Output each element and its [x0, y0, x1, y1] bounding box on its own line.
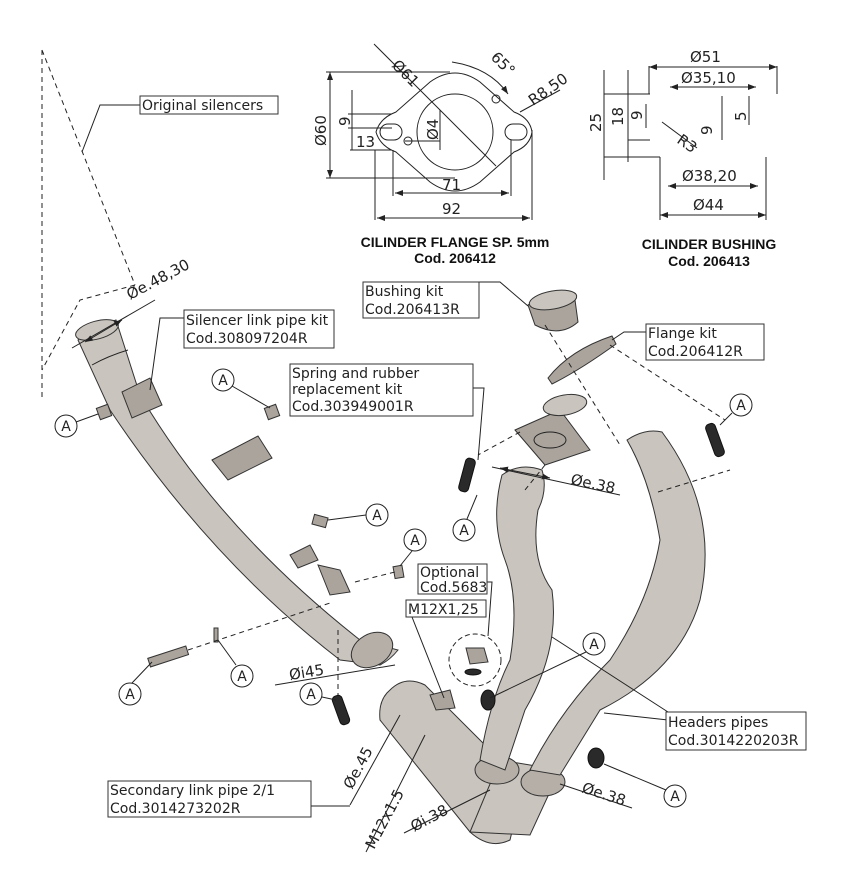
spring-kit-label-1: Spring and rubber [292, 366, 419, 382]
dim-header-od-bottom: Øe.38 [580, 779, 628, 810]
balloon-a-5-text: A [459, 523, 469, 539]
balloon-a-2-text: A [218, 373, 228, 389]
balloon-a-4 [403, 528, 427, 552]
balloon-a-11 [663, 784, 687, 808]
nut-3 [311, 513, 329, 529]
flange-dim-61: Ø61 [388, 56, 423, 91]
flange-dim-r850: R8,50 [525, 69, 571, 109]
flange-dim-92: 92 [442, 200, 461, 218]
dim-link-id: Øi45 [288, 661, 325, 684]
balloon-a-9 [299, 682, 323, 706]
bushing-kit-label-1: Bushing kit [365, 284, 444, 300]
bushing-dim-r3: R3 [674, 131, 701, 157]
balloon-a-5 [452, 518, 476, 542]
dim-header-od-top: Øe.38 [569, 470, 617, 497]
bushing-dim-44: Ø44 [693, 196, 724, 214]
rubber-2 [587, 747, 605, 769]
flange-detail: Ø61 Ø60 9 13 Ø4 65° R8,50 71 92 CILINDER… [312, 43, 571, 266]
thread-label: M12X1,25 [408, 602, 479, 618]
original-silencers-box [139, 95, 279, 115]
balloon-a-7-text: A [125, 687, 135, 703]
flange-dim-60: Ø60 [312, 115, 330, 146]
flange-code: Cod. 206412 [414, 250, 496, 266]
spring-2 [705, 422, 725, 458]
balloon-a-6 [729, 393, 753, 417]
bushing-kit-box [362, 281, 480, 319]
balloon-a-8-text: A [237, 669, 247, 685]
secondary-box [107, 780, 312, 818]
optional-box [417, 563, 488, 595]
bushing-code: Cod. 206413 [668, 253, 750, 269]
flange-kit-label-2: Cod.206412R [648, 344, 743, 360]
balloon-a-10 [582, 632, 606, 656]
balloon-a-3-text: A [372, 508, 382, 524]
headers-box [665, 711, 807, 751]
dim-header-id: Øi.38 [407, 801, 451, 836]
balloon-a-2 [211, 368, 235, 392]
flange-bushing-assembly [514, 393, 591, 466]
silencer-link-pipe [75, 319, 399, 669]
flange-dim-13: 13 [356, 133, 375, 151]
bushing-dim-9-groove: 9 [628, 110, 646, 120]
balloon-a-8 [230, 664, 254, 688]
balloons: A A A A A A A A A A A [54, 368, 753, 808]
spring-3 [331, 694, 351, 726]
flange-dim-9: 9 [336, 116, 354, 126]
flange-part [547, 335, 617, 385]
flange-kit-box [645, 323, 765, 361]
bushing-kit-label-2: Cod.206413R [365, 302, 460, 318]
spring-kit-label-3: Cod.303949001R [292, 399, 414, 415]
dim-silencer-od: Øe.48,30 [123, 255, 192, 303]
headers-label-2: Cod.3014220203R [668, 733, 799, 749]
dim-secondary-thread: M12x1.5 [362, 786, 408, 852]
balloon-a-7 [118, 682, 142, 706]
headers-label-1: Headers pipes [668, 715, 768, 731]
bushing-dim-3820: Ø38,20 [682, 167, 737, 185]
bushing-dim-18: 18 [609, 107, 627, 126]
optional-detail-circle [448, 633, 502, 687]
optional-label-2: Cod.5683 [420, 580, 487, 596]
flange-title: CILINDER FLANGE SP. 5mm [361, 234, 550, 250]
balloon-a-9-text: A [306, 687, 316, 703]
nut-2 [263, 403, 281, 421]
secondary-label-2: Cod.3014273202R [110, 801, 241, 817]
balloon-a-3 [365, 503, 389, 527]
spring-kit-label-2: replacement kit [292, 382, 403, 398]
balloon-a-10-text: A [589, 637, 599, 653]
silencer-link-label-2: Cod.308097204R [186, 331, 308, 347]
nut-1 [95, 403, 113, 421]
secondary-label-1: Secondary link pipe 2/1 [110, 783, 275, 799]
rubber-1 [480, 689, 496, 711]
washer [213, 627, 219, 643]
bushing-title: CILINDER BUSHING [642, 236, 777, 252]
bushing-dim-25: 25 [587, 113, 605, 132]
spring-1 [458, 457, 476, 493]
bushing-dim-5: 5 [732, 111, 750, 121]
bolt [147, 645, 190, 668]
balloon-a-4-text: A [410, 533, 420, 549]
original-silencers-label: Original silencers [142, 98, 263, 114]
bushing-dim-9-inner: 9 [698, 125, 716, 135]
original-silencers-outline [41, 49, 140, 400]
spring-kit-box [289, 363, 474, 417]
bushing-part [527, 289, 579, 332]
flange-kit-label-1: Flange kit [648, 326, 717, 342]
silencer-link-box [183, 309, 335, 349]
bushing-dim-51: Ø51 [690, 48, 721, 66]
silencer-link-label-1: Silencer link pipe kit [186, 313, 329, 329]
thread-box [405, 599, 487, 618]
balloon-a-1 [54, 414, 78, 438]
balloon-a-11-text: A [670, 789, 680, 805]
bushing-dim-3510: Ø35,10 [681, 69, 736, 87]
balloon-a-6-text: A [736, 398, 746, 414]
optional-label-1: Optional [420, 565, 479, 581]
flange-dim-4: Ø4 [424, 119, 442, 140]
flange-dim-65: 65° [487, 48, 519, 80]
flange-dim-71: 71 [442, 176, 461, 194]
balloon-a-1-text: A [61, 419, 71, 435]
